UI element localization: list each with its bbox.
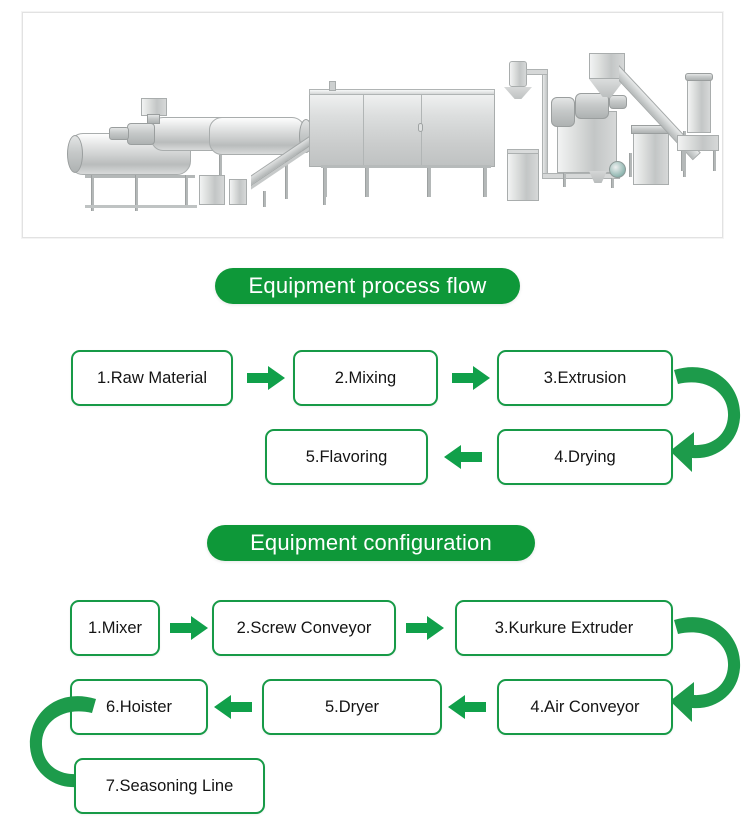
config-step-dryer[interactable]: 5.Dryer — [262, 679, 442, 735]
machine-duct-horizontal-bottom — [542, 173, 620, 179]
machine-mixer-frame — [85, 175, 195, 178]
flow-step-extrusion[interactable]: 3.Extrusion — [497, 350, 673, 406]
machine-leg — [483, 167, 487, 197]
machine-leg — [185, 175, 188, 207]
section-badge-process-flow: Equipment process flow — [215, 268, 520, 304]
section-badge-equipment-configuration: Equipment configuration — [207, 525, 535, 561]
config-step-air-conveyor[interactable]: 4.Air Conveyor — [497, 679, 673, 735]
machine-leg — [611, 178, 614, 188]
machine-cyclone — [509, 61, 527, 87]
machine-leg — [263, 191, 266, 207]
machine-dryer-oven — [309, 93, 495, 167]
machine-leg — [365, 167, 369, 197]
machine-leg — [563, 173, 566, 187]
machine-extruder-motor — [109, 127, 129, 140]
flow-step-drying[interactable]: 4.Drying — [497, 429, 673, 485]
machine-mixer-drum-cap — [67, 135, 83, 173]
machine-coating-pan — [575, 93, 609, 119]
product-photo-frame — [22, 12, 723, 238]
machine-vibrating-feeder — [677, 135, 719, 151]
machine-hoister — [687, 79, 711, 133]
machine-seasoning-drum — [551, 97, 575, 127]
machine-dryer-cabinet — [507, 153, 539, 201]
machine-dryer-cross-rail — [321, 165, 491, 168]
arrow-left-1 — [444, 444, 482, 470]
flow-step-mixing[interactable]: 2.Mixing — [293, 350, 438, 406]
machine-dryer-chimney — [329, 81, 336, 91]
machine-mixer-base — [85, 205, 197, 208]
machine-dryer-door-handle — [418, 123, 423, 132]
machine-dryer-cabinet-top — [507, 149, 539, 154]
flow-step-flavoring[interactable]: 5.Flavoring — [265, 429, 428, 485]
machine-hoister-cap — [685, 73, 713, 81]
config-step-kurkure-extruder[interactable]: 3.Kurkure Extruder — [455, 600, 673, 656]
machine-leg — [713, 151, 716, 171]
machine-control-cabinet — [229, 179, 247, 205]
product-photo — [23, 13, 722, 237]
machine-leg — [135, 175, 138, 211]
config-step-screw-conveyor[interactable]: 2.Screw Conveyor — [212, 600, 396, 656]
machine-cyclone-cone — [504, 87, 532, 99]
flow-step-raw-material[interactable]: 1.Raw Material — [71, 350, 233, 406]
arrow-right-4 — [406, 615, 444, 641]
machine-blower-fan — [609, 161, 626, 178]
machine-seasoning-motor — [609, 95, 627, 109]
arrow-right-1 — [247, 365, 285, 391]
config-step-mixer[interactable]: 1.Mixer — [70, 600, 160, 656]
machine-extruder-gearbox — [127, 123, 155, 145]
curved-arrow-extrusion-to-drying — [668, 352, 750, 478]
arrow-left-3 — [448, 694, 486, 720]
machine-leg — [323, 167, 327, 197]
machine-operator-panel — [633, 133, 669, 185]
machine-feed-hopper-neck — [147, 114, 160, 124]
machine-leg — [681, 151, 684, 171]
machine-duct-vertical — [542, 69, 548, 179]
machine-leg — [629, 153, 632, 177]
arrow-right-2 — [452, 365, 490, 391]
machine-duct-horizontal-top — [526, 69, 548, 75]
machine-seasoning-outlet — [589, 171, 607, 183]
machine-leg — [91, 175, 94, 211]
machine-dryer-door-seam — [363, 95, 364, 165]
arrow-right-3 — [170, 615, 208, 641]
machine-control-cabinet — [199, 175, 225, 205]
machine-leg — [285, 155, 288, 199]
config-step-seasoning-line[interactable]: 7.Seasoning Line — [74, 758, 265, 814]
machine-dryer-top-edge — [309, 89, 495, 95]
arrow-left-2 — [214, 694, 252, 720]
machine-leg — [427, 167, 431, 197]
curved-arrow-extruder-to-air-conveyor — [668, 602, 750, 728]
